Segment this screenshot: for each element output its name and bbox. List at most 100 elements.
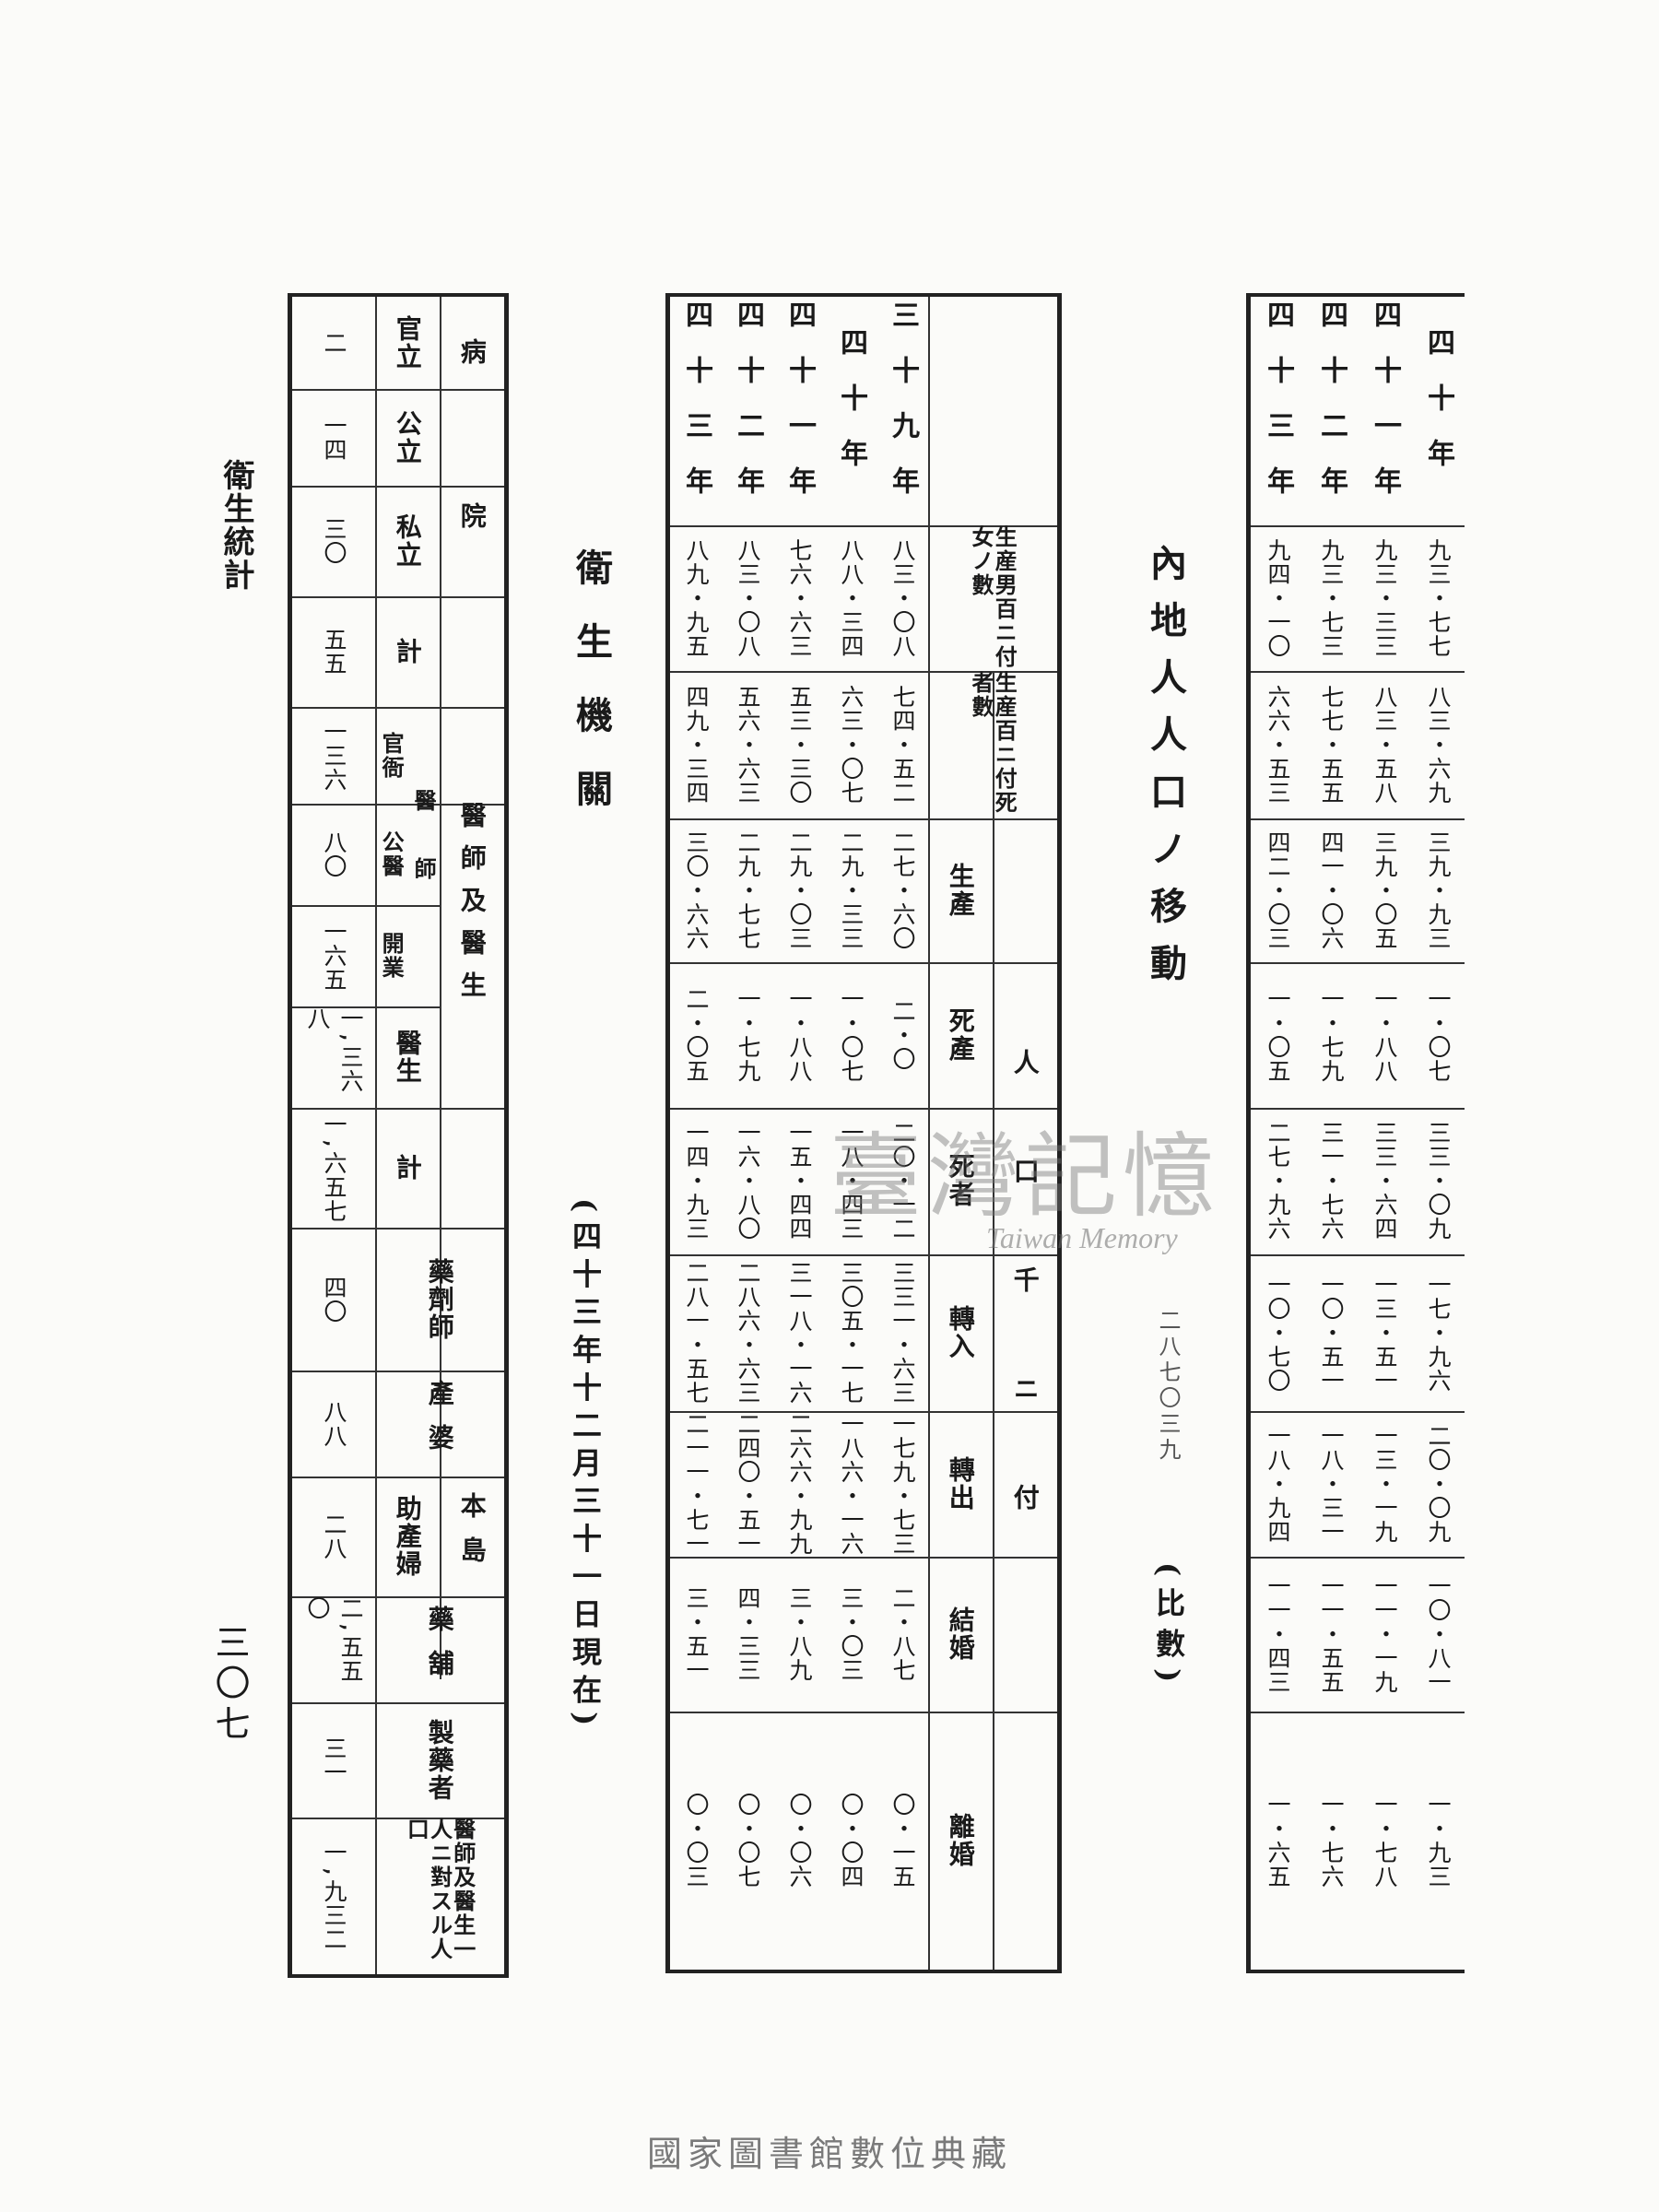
rule-line xyxy=(670,525,1057,527)
pharmacist-header: 藥劑師 xyxy=(424,1257,455,1341)
table-cell: 二〇・一二 xyxy=(889,1121,916,1241)
table-cell: 一・八八 xyxy=(786,987,813,1084)
ishi-sei-value: 一,三六八 xyxy=(304,1006,364,1094)
public-hospital-value: 一四 xyxy=(321,413,347,462)
hospital-header: 病院 xyxy=(456,337,488,666)
table-cell: 八三・五八 xyxy=(1371,684,1398,805)
table-cell: 一〇・八一 xyxy=(1425,1573,1452,1694)
rule-line xyxy=(1251,671,1465,674)
table-cell: 二・〇五 xyxy=(683,987,710,1084)
table-cell: 一三・一九 xyxy=(1371,1424,1398,1545)
year-header: 四十一年 xyxy=(1369,300,1401,522)
table-cell: 二四〇・五一 xyxy=(735,1412,761,1557)
table-cell: 九三・七三 xyxy=(1318,538,1345,659)
rule-line xyxy=(670,1711,1057,1713)
official-doctor-value: 一三六 xyxy=(321,719,347,792)
hygiene-date: (四十三年十二月三十一日現在) xyxy=(568,1198,603,1735)
table-cell: 一八・四三 xyxy=(838,1121,865,1241)
table-cell: 二九・〇三 xyxy=(786,830,813,951)
public-doctor-value: 八〇 xyxy=(321,830,347,878)
table-cell: 一八六・一六 xyxy=(838,1412,865,1557)
public-hospital-header: 公立 xyxy=(392,409,423,465)
hospital-total-header: 計 xyxy=(392,638,423,665)
rule-line xyxy=(1251,1108,1465,1111)
table-cell: 一・〇七 xyxy=(838,987,865,1084)
group-header: 人口千ニ付 xyxy=(1009,1048,1041,1593)
rule-line xyxy=(670,671,1057,674)
row-header: 死產 xyxy=(945,1007,976,1064)
rule-line xyxy=(928,297,930,1970)
rule-line xyxy=(1251,1411,1465,1413)
table-cell: 三〇五・一七 xyxy=(838,1260,865,1405)
table-cell: 一〇・七〇 xyxy=(1265,1272,1291,1393)
table-cell: 三・八九 xyxy=(786,1585,813,1682)
table-cell: 二九・三三 xyxy=(838,830,865,951)
table-cell: 一三・五一 xyxy=(1371,1272,1398,1393)
table-cell: 九三・三三 xyxy=(1371,538,1398,659)
doctor-total-header: 計 xyxy=(392,1154,423,1182)
table-cell: 三・五一 xyxy=(683,1585,710,1682)
table-cell: 四・三三 xyxy=(735,1585,761,1682)
row-header: 轉出 xyxy=(945,1456,976,1512)
table-cell: 一・九三 xyxy=(1425,1792,1452,1888)
table-cell: 〇・一五 xyxy=(889,1792,916,1888)
doctor-total-value: 一,六五七 xyxy=(321,1112,347,1224)
rule-line xyxy=(670,818,1057,820)
table-cell: 二九・七七 xyxy=(735,830,761,951)
year-header: 四十一年 xyxy=(783,300,816,522)
rule-line xyxy=(1251,1557,1465,1559)
year-header: 四十三年 xyxy=(1262,300,1294,522)
table-cell: 七六・六三 xyxy=(786,538,813,659)
row-header: 死者 xyxy=(945,1153,976,1209)
table-cell: 二〇・〇九 xyxy=(1425,1424,1452,1545)
page-number: 三〇七 xyxy=(209,1624,250,1746)
archive-footer: 國家圖書館數位典藏 xyxy=(646,2134,1012,2174)
table-cell: 八八・三四 xyxy=(838,538,865,659)
rule-line xyxy=(1251,962,1465,965)
rule-line xyxy=(1251,1711,1465,1713)
table-cell: 二六六・九九 xyxy=(786,1412,813,1557)
table-cell: 二七・九六 xyxy=(1265,1121,1291,1241)
public-doctor-header: 公醫 xyxy=(378,830,406,878)
table-cell: 一・〇五 xyxy=(1265,987,1291,1084)
manufacturer-header: 製藥者 xyxy=(424,1718,455,1802)
table-cell: 三〇・六六 xyxy=(683,830,710,951)
table-cell: 一八・三一 xyxy=(1318,1424,1345,1545)
table-cell: 二七・六〇 xyxy=(889,830,916,951)
local-header: 本島 xyxy=(456,1492,488,1581)
assistant-midwife-header: 助產婦 xyxy=(392,1495,423,1578)
table-cell: 一・七六 xyxy=(1318,1792,1345,1888)
year-header: 四十二年 xyxy=(732,300,764,522)
table-cell: 三九・九三 xyxy=(1425,830,1452,951)
row-header: 離婚 xyxy=(945,1812,976,1868)
migration-subtitle: (比數) xyxy=(1151,1562,1186,1694)
rule-line xyxy=(1251,1253,1465,1256)
year-header: 四十二年 xyxy=(1315,300,1347,522)
table-cell: 〇・〇三 xyxy=(683,1792,710,1888)
hygiene-table: 病院 醫師及醫生 官立 公立 私立 計 醫師 官衙 公醫 開業 醫生 計 藥劑師… xyxy=(288,293,509,1978)
table-cell: 一五・四四 xyxy=(786,1121,813,1241)
practice-doctor-header: 開業 xyxy=(378,932,406,980)
watermark-english: Taiwan Memory xyxy=(986,1221,1178,1254)
pharmacy-header: 藥舖 xyxy=(424,1605,455,1694)
gov-hospital-header: 官立 xyxy=(392,315,423,371)
table-cell: 一・八八 xyxy=(1371,987,1398,1084)
table-cell: 六三・〇七 xyxy=(838,684,865,805)
table-cell: 一一・四三 xyxy=(1265,1573,1291,1694)
table-cell: 一・六五 xyxy=(1265,1792,1291,1888)
table-cell: 二一一・七一 xyxy=(683,1412,710,1557)
table-cell: 二・八七 xyxy=(889,1585,916,1682)
table-cell: 一七・九六 xyxy=(1425,1272,1452,1393)
year-header: 四十三年 xyxy=(680,300,712,522)
table-cell: 四九・三四 xyxy=(683,684,710,805)
private-hospital-header: 私立 xyxy=(392,513,423,569)
pharmacist-value: 四〇 xyxy=(321,1275,347,1324)
table-cell: 九三・七七 xyxy=(1425,538,1452,659)
table-cell: 一四・九三 xyxy=(683,1121,710,1241)
table-cell: 一七九・七三 xyxy=(889,1412,916,1557)
table-cell: 一・七九 xyxy=(735,987,761,1084)
migration-table: 三十九年四十年四十一年四十二年四十三年生産男百ニ付女ノ數生産百ニ付死者數生產死產… xyxy=(665,293,1062,1973)
hospital-total-value: 五五 xyxy=(321,628,347,676)
table-cell: 三三・〇九 xyxy=(1425,1121,1452,1241)
table-cell: 二・〇 xyxy=(889,999,916,1072)
